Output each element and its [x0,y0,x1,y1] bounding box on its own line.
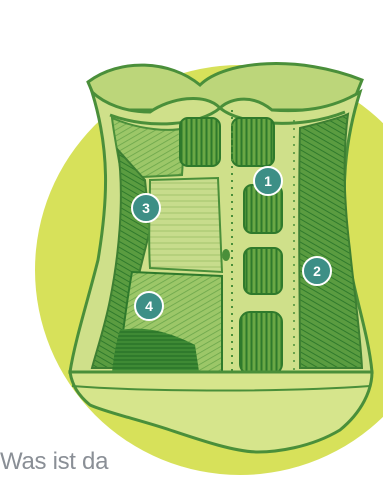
marker-1: 1 [254,167,282,195]
marker-2: 2 [303,257,331,285]
navel [222,249,230,261]
marker-2-label: 2 [313,263,321,279]
marker-3-label: 3 [142,200,150,216]
marker-1-label: 1 [264,173,272,189]
marker-4: 4 [135,292,163,320]
marker-3: 3 [132,194,160,222]
marker-4-label: 4 [145,298,153,314]
caption-text: Was ist da [0,448,108,476]
internal-oblique-area-3 [149,178,222,272]
